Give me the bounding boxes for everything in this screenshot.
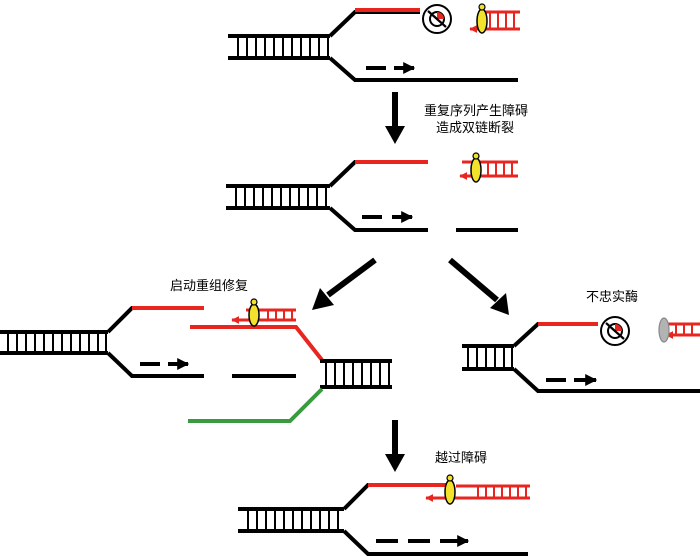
label-repeat-barrier: 重复序列产生障碍 bbox=[424, 104, 529, 119]
fork-double-strand-break bbox=[226, 152, 518, 232]
fork-barrier-bypassed bbox=[238, 474, 530, 556]
down-arrow-icon bbox=[385, 420, 405, 472]
polymerase-clamp bbox=[444, 474, 456, 505]
no-entry-circle-icon bbox=[600, 316, 630, 346]
base-pair-rungs bbox=[467, 346, 513, 369]
no-entry-circle-icon bbox=[422, 4, 452, 34]
label-bypass-barrier: 越过障碍 bbox=[435, 451, 488, 466]
base-pair-rungs bbox=[325, 361, 390, 387]
polymerase-clamp bbox=[470, 152, 482, 183]
down-arrow-icon bbox=[385, 92, 405, 144]
fork-stalled-at-barrier bbox=[228, 3, 520, 82]
fork-recombination-repair bbox=[0, 298, 392, 423]
down-right-arrow-icon bbox=[448, 257, 509, 315]
polymerase-clamp bbox=[248, 298, 260, 327]
base-pair-rungs bbox=[235, 186, 327, 208]
label-low-fidelity-enzyme: 不忠实酶 bbox=[586, 290, 639, 305]
down-left-arrow-icon bbox=[312, 257, 377, 310]
base-pair-rungs bbox=[247, 509, 339, 531]
fork-low-fidelity-bypass bbox=[462, 316, 700, 393]
polymerase-clamp bbox=[476, 3, 488, 34]
base-pair-rungs bbox=[237, 36, 329, 58]
label-double-strand-break: 造成双链断裂 bbox=[436, 121, 515, 136]
label-start-recombination: 启动重组修复 bbox=[170, 279, 249, 294]
base-pair-rungs bbox=[7, 332, 107, 353]
low-fidelity-polymerase-clamp bbox=[658, 317, 670, 343]
